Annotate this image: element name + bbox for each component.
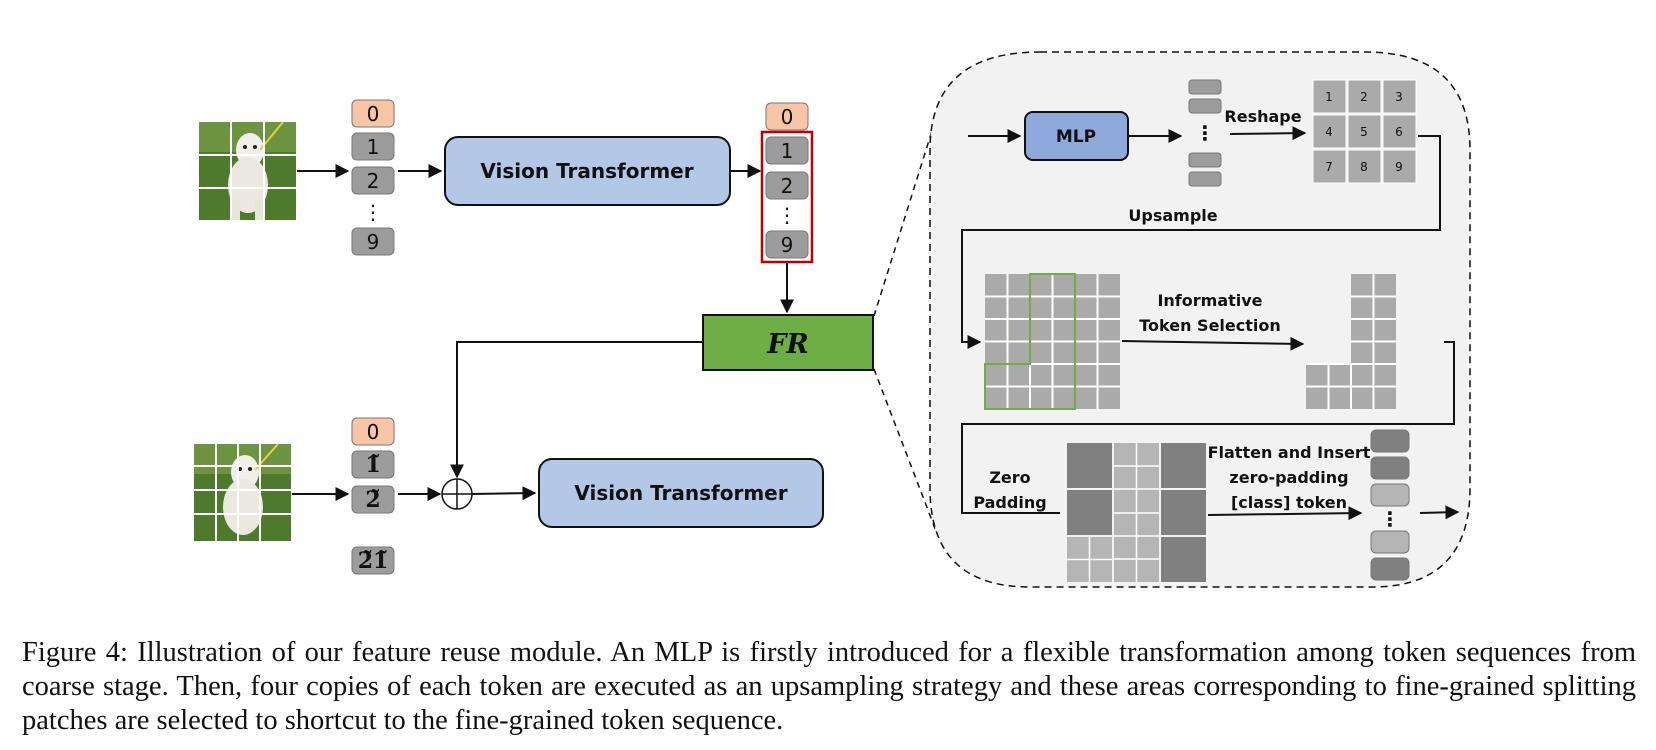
token-label: 1 — [367, 135, 380, 159]
grid-cell-number: 5 — [1360, 125, 1368, 139]
token-label: 0 — [367, 420, 380, 444]
upsample-label: Upsample — [1128, 206, 1217, 225]
svg-text:⋮: ⋮ — [1195, 121, 1215, 145]
informative-label-line2: Token Selection — [1139, 316, 1281, 335]
token-label: 1 — [781, 139, 794, 163]
output-tokens: 0 1 2 ⋮ 9 — [760, 102, 814, 264]
bottom-input-tokens: 0 1̃ 2̃ 2̃1̃ — [351, 417, 395, 575]
zero-padding-label-line1: Zero — [989, 468, 1030, 487]
zoom-line-top — [873, 117, 937, 317]
ellipsis: ⋮ — [363, 200, 383, 224]
token — [765, 136, 809, 165]
token-label: 2̃ — [365, 487, 380, 513]
arrow-output-right — [1419, 505, 1460, 520]
class-token — [351, 99, 395, 128]
grid-cell-number: 6 — [1395, 125, 1403, 139]
dog-image-fine — [194, 443, 291, 541]
dog-image-coarse — [199, 121, 296, 220]
flatten-label-line1: Flatten and Insert — [1208, 443, 1371, 462]
mlp-output-tokens: ⋮ — [1188, 79, 1222, 187]
top-input-tokens: 0 1 2 ⋮ 9 — [351, 99, 395, 256]
token — [765, 171, 809, 200]
token — [351, 450, 395, 479]
vision-transformer-top-label: Vision Transformer — [480, 159, 693, 183]
arrow-fr-to-add — [450, 341, 703, 479]
arrow-token-selection — [1121, 336, 1305, 351]
zero-padding-connector — [961, 341, 1455, 514]
token — [765, 230, 809, 259]
grid-cell-number: 7 — [1325, 160, 1333, 174]
token-label: 2 — [781, 174, 794, 198]
fr-label: FR — [766, 329, 809, 360]
mlp-label: MLP — [1056, 127, 1096, 147]
class-token — [351, 417, 395, 446]
final-token-sequence: ⋮ — [1370, 429, 1410, 581]
reshape-label: Reshape — [1224, 107, 1301, 126]
vision-transformer-bottom — [538, 458, 824, 528]
ellipsis: ⋮ — [777, 203, 797, 227]
vision-transformer-bottom-label: Vision Transformer — [574, 481, 787, 505]
grid-cell-number: 2 — [1360, 90, 1368, 104]
zero-padding-label-line2: Padding — [973, 493, 1046, 512]
selected-region-outline — [984, 273, 1076, 410]
mlp-box — [1024, 111, 1129, 161]
token — [351, 227, 395, 256]
reshaped-grid: 1 2 3 4 5 6 7 8 9 — [1312, 79, 1417, 184]
vision-transformer-top — [444, 136, 731, 206]
token-label: 2 — [367, 169, 380, 193]
upsampled-grid — [984, 273, 1120, 410]
token — [351, 166, 395, 195]
token — [351, 132, 395, 161]
class-token — [765, 102, 809, 131]
svg-text:⋮: ⋮ — [1380, 507, 1400, 531]
token-label: 0 — [781, 105, 794, 129]
grid-cell-number: 3 — [1395, 90, 1403, 104]
flatten-label-line2: zero-padding — [1229, 468, 1348, 487]
token — [351, 485, 395, 514]
grid-cell-number: 8 — [1360, 160, 1368, 174]
zoom-line-bottom — [873, 368, 937, 532]
zero-padded-grid — [1067, 443, 1206, 582]
add-operator-icon — [441, 478, 473, 510]
grid-cell-number: 4 — [1325, 125, 1333, 139]
token-label: 1̃ — [365, 452, 380, 478]
informative-label-line1: Informative — [1157, 291, 1262, 310]
arrow-add-to-vit — [471, 486, 537, 501]
zoom-panel — [929, 51, 1471, 588]
flatten-label-line3: [class] token — [1231, 493, 1347, 512]
token — [351, 546, 395, 575]
upsample-connector — [961, 135, 1441, 349]
fr-box — [702, 314, 874, 371]
grid-cell-number: 1 — [1325, 90, 1333, 104]
figure-caption: Figure 4: Illustration of our feature re… — [22, 637, 1636, 736]
arrow-reshape — [1229, 126, 1307, 141]
token-label: 2̃1̃ — [358, 548, 389, 574]
token-label: 9 — [781, 233, 794, 257]
selected-tokens-grid — [1306, 274, 1396, 409]
grid-cell-number: 9 — [1395, 160, 1403, 174]
token-label: 9 — [367, 230, 380, 254]
arrow-flatten — [1207, 506, 1363, 521]
token-label: 0 — [367, 102, 380, 126]
feature-reuse-diagram: 0 1 2 ⋮ 9 Vision Transformer 0 1 2 ⋮ 9 F… — [194, 51, 1471, 588]
output-highlight-box — [760, 130, 814, 264]
